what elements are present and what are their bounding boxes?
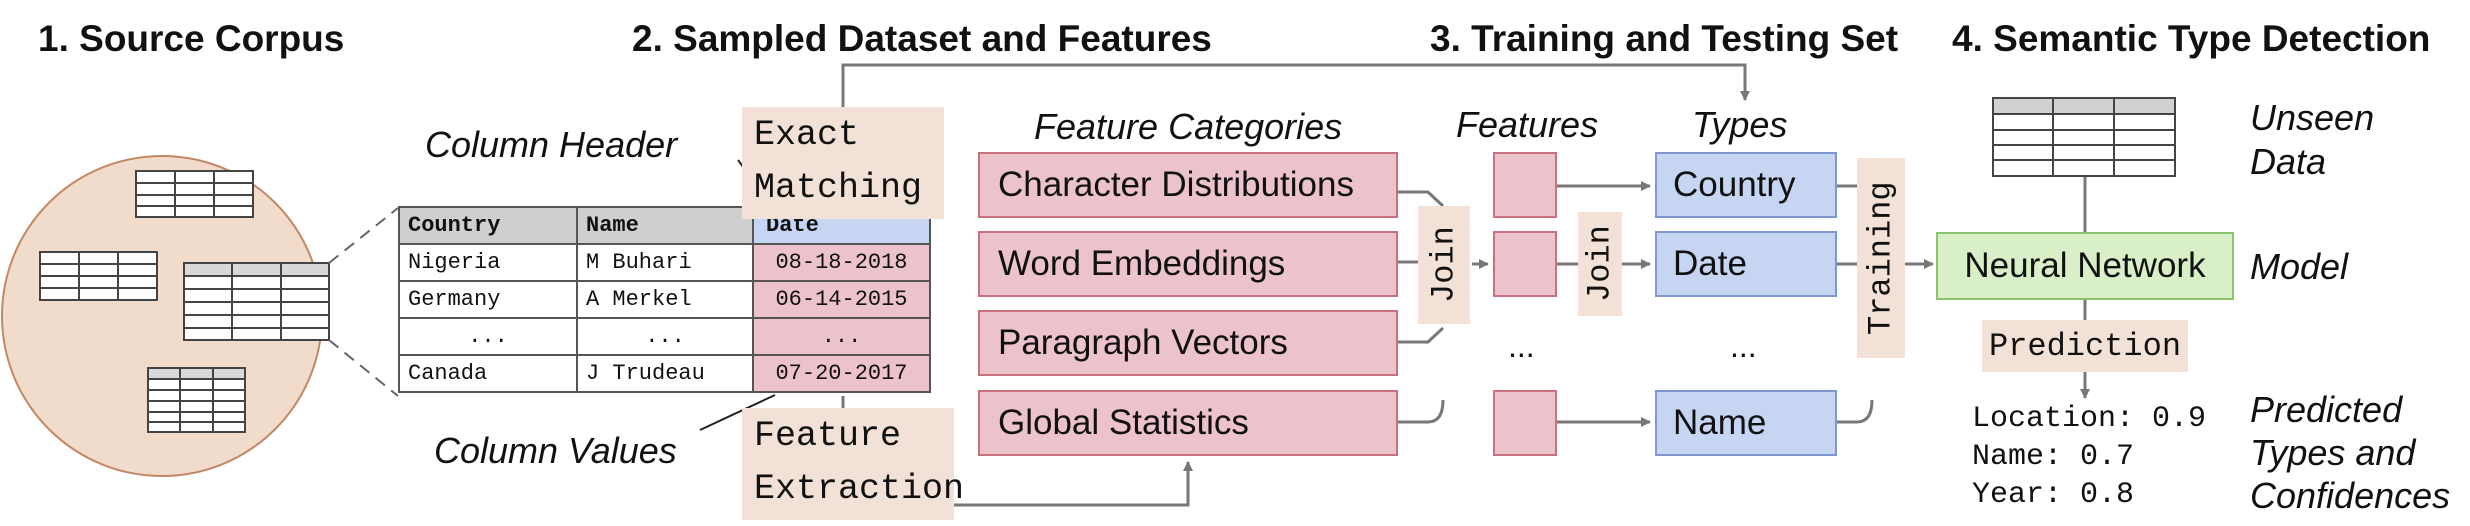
zoom-line-top [328, 207, 399, 264]
type-date: Date [1655, 231, 1837, 297]
feature-extraction-label: Feature Extraction [742, 408, 964, 520]
feature-category-global-statistics: Global Statistics [978, 390, 1398, 456]
section-title-source-corpus: 1. Source Corpus [38, 18, 345, 59]
predicted-types-label: Predicted Types and Confidences [2250, 389, 2451, 516]
neural-network-box: Neural Network [1936, 232, 2234, 300]
type-country: Country [1655, 152, 1837, 218]
mini-table-3 [183, 262, 330, 341]
mini-table-1 [135, 170, 254, 218]
column-values-label: Column Values [434, 430, 677, 471]
feature-vector-box [1493, 152, 1557, 218]
mini-table-2 [39, 251, 158, 301]
model-label: Model [2250, 246, 2349, 287]
feature-category-word-embeddings: Word Embeddings [978, 231, 1398, 297]
table-cell: Germany [398, 280, 578, 319]
training-label-text: Training [1862, 181, 1900, 335]
table-cell: M Buhari [576, 243, 754, 282]
section-title-training-testing: 3. Training and Testing Set [1430, 18, 1899, 59]
table-cell: ... [398, 317, 578, 356]
table-cell: Nigeria [398, 243, 578, 282]
table-cell: Canada [398, 354, 578, 393]
join-label-1-text: Join [1425, 226, 1463, 304]
section-title-semantic-detection: 4. Semantic Type Detection [1952, 18, 2431, 59]
column-header-label: Column Header [425, 124, 678, 165]
types-ellipsis: ... [1730, 328, 1757, 364]
table-cell: ... [752, 317, 931, 356]
features-ellipsis: ... [1508, 328, 1535, 364]
prediction-label: Prediction [1982, 320, 2188, 372]
prediction-list: Location: 0.9 Name: 0.7 Year: 0.8 [1972, 400, 2206, 514]
prediction-item: Name: 0.7 [1972, 440, 2135, 474]
table-header-cell: Country [398, 206, 578, 245]
table-cell: 06-14-2015 [752, 280, 931, 319]
table-row: Nigeria M Buhari 08-18-2018 [398, 243, 931, 282]
feature-vector-box [1493, 390, 1557, 456]
join-label-1: Join [1418, 206, 1470, 324]
table-cell: ... [576, 317, 754, 356]
mini-table-4 [147, 367, 246, 433]
table-cell: 07-20-2017 [752, 354, 931, 393]
column-values-pointer [699, 394, 776, 431]
table-row: ... ... ... [398, 317, 931, 356]
feature-categories-title: Feature Categories [1034, 106, 1343, 147]
table-header-cell: Name [576, 206, 754, 245]
feature-vector-box [1493, 231, 1557, 297]
unseen-data-label: Unseen Data [2250, 97, 2375, 182]
join1-lines [1398, 190, 1445, 424]
table-row: Canada J Trudeau 07-20-2017 [398, 354, 931, 393]
exact-matching-label: Exact Matching [742, 107, 944, 219]
table-cell: A Merkel [576, 280, 754, 319]
join-label-2: Join [1578, 212, 1622, 316]
section-title-sampled-dataset: 2. Sampled Dataset and Features [632, 18, 1212, 59]
prediction-item: Location: 0.9 [1972, 402, 2207, 436]
table-cell: J Trudeau [576, 354, 754, 393]
table-cell: 08-18-2018 [752, 243, 931, 282]
types-to-training [1836, 184, 1874, 424]
training-label: Training [1857, 158, 1905, 358]
types-title: Types [1692, 104, 1788, 145]
features-label: Features [1456, 104, 1599, 145]
prediction-item: Year: 0.8 [1972, 478, 2135, 512]
feature-category-character-distributions: Character Distributions [978, 152, 1398, 218]
feature-category-paragraph-vectors: Paragraph Vectors [978, 310, 1398, 376]
unseen-data-table [1992, 97, 2176, 177]
type-name: Name [1655, 390, 1837, 456]
table-row: Germany A Merkel 06-14-2015 [398, 280, 931, 319]
zoom-line-bottom [328, 339, 399, 397]
sample-table: Country Name Date Nigeria M Buhari 08-18… [398, 206, 931, 393]
join-label-2-text: Join [1581, 225, 1619, 303]
